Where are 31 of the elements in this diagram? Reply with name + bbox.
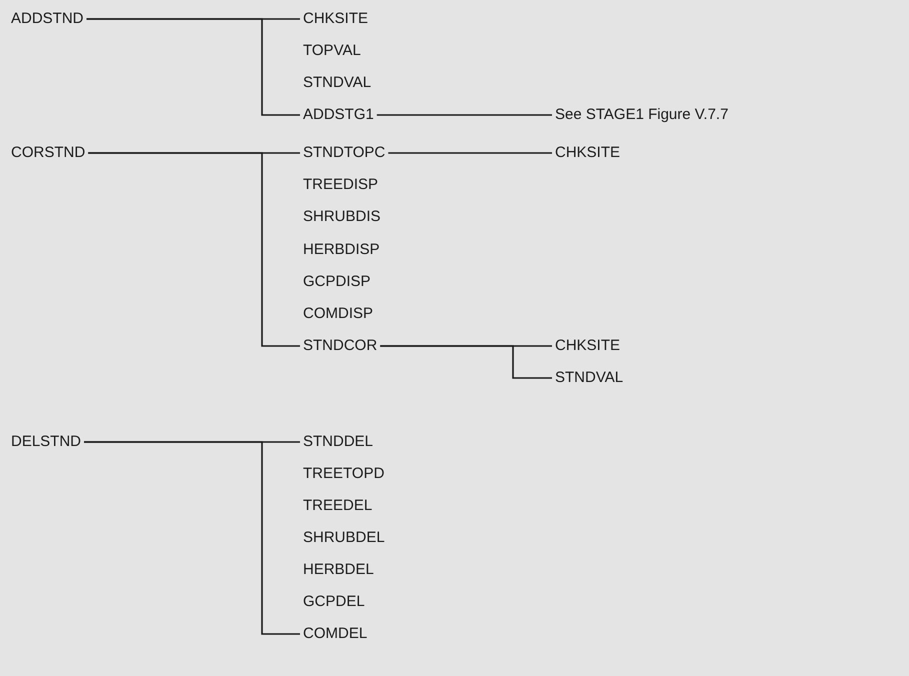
module-name: STNDCOR [300, 337, 380, 355]
module-name: CHKSITE [300, 10, 372, 28]
connector-line [86, 18, 300, 116]
module-name: ADDSTG1 [300, 106, 377, 124]
module-name: DELSTND [8, 433, 84, 451]
module-name: STNDVAL [300, 74, 374, 92]
module-name: TREEDEL [300, 497, 376, 515]
module-name: COMDEL [300, 625, 370, 643]
connector-line [84, 441, 300, 635]
module-name: GCPDISP [300, 273, 374, 291]
connector-line [376, 114, 552, 116]
module-name: TREEDISP [300, 176, 382, 194]
module-name: STNDDEL [300, 433, 376, 451]
module-name: GCPDEL [300, 593, 368, 611]
module-name: CORSTND [8, 144, 88, 162]
module-name: ADDSTND [8, 10, 87, 28]
module-name: HERBDISP [300, 241, 383, 259]
module-name: CHKSITE [552, 144, 624, 162]
module-name: SHRUBDIS [300, 208, 384, 226]
module-name: See STAGE1 Figure V.7.7 [552, 106, 732, 124]
connector-line [380, 345, 552, 379]
module-name: STNDTOPC [300, 144, 388, 162]
module-name: SHRUBDEL [300, 529, 388, 547]
module-name: STNDVAL [552, 369, 626, 387]
module-name: TOPVAL [300, 42, 364, 60]
module-name: COMDISP [300, 305, 376, 323]
connector-line [388, 152, 552, 154]
module-name: HERBDEL [300, 561, 377, 579]
module-name: CHKSITE [552, 337, 624, 355]
module-name: TREETOPD [300, 465, 388, 483]
connector-line [88, 152, 300, 347]
